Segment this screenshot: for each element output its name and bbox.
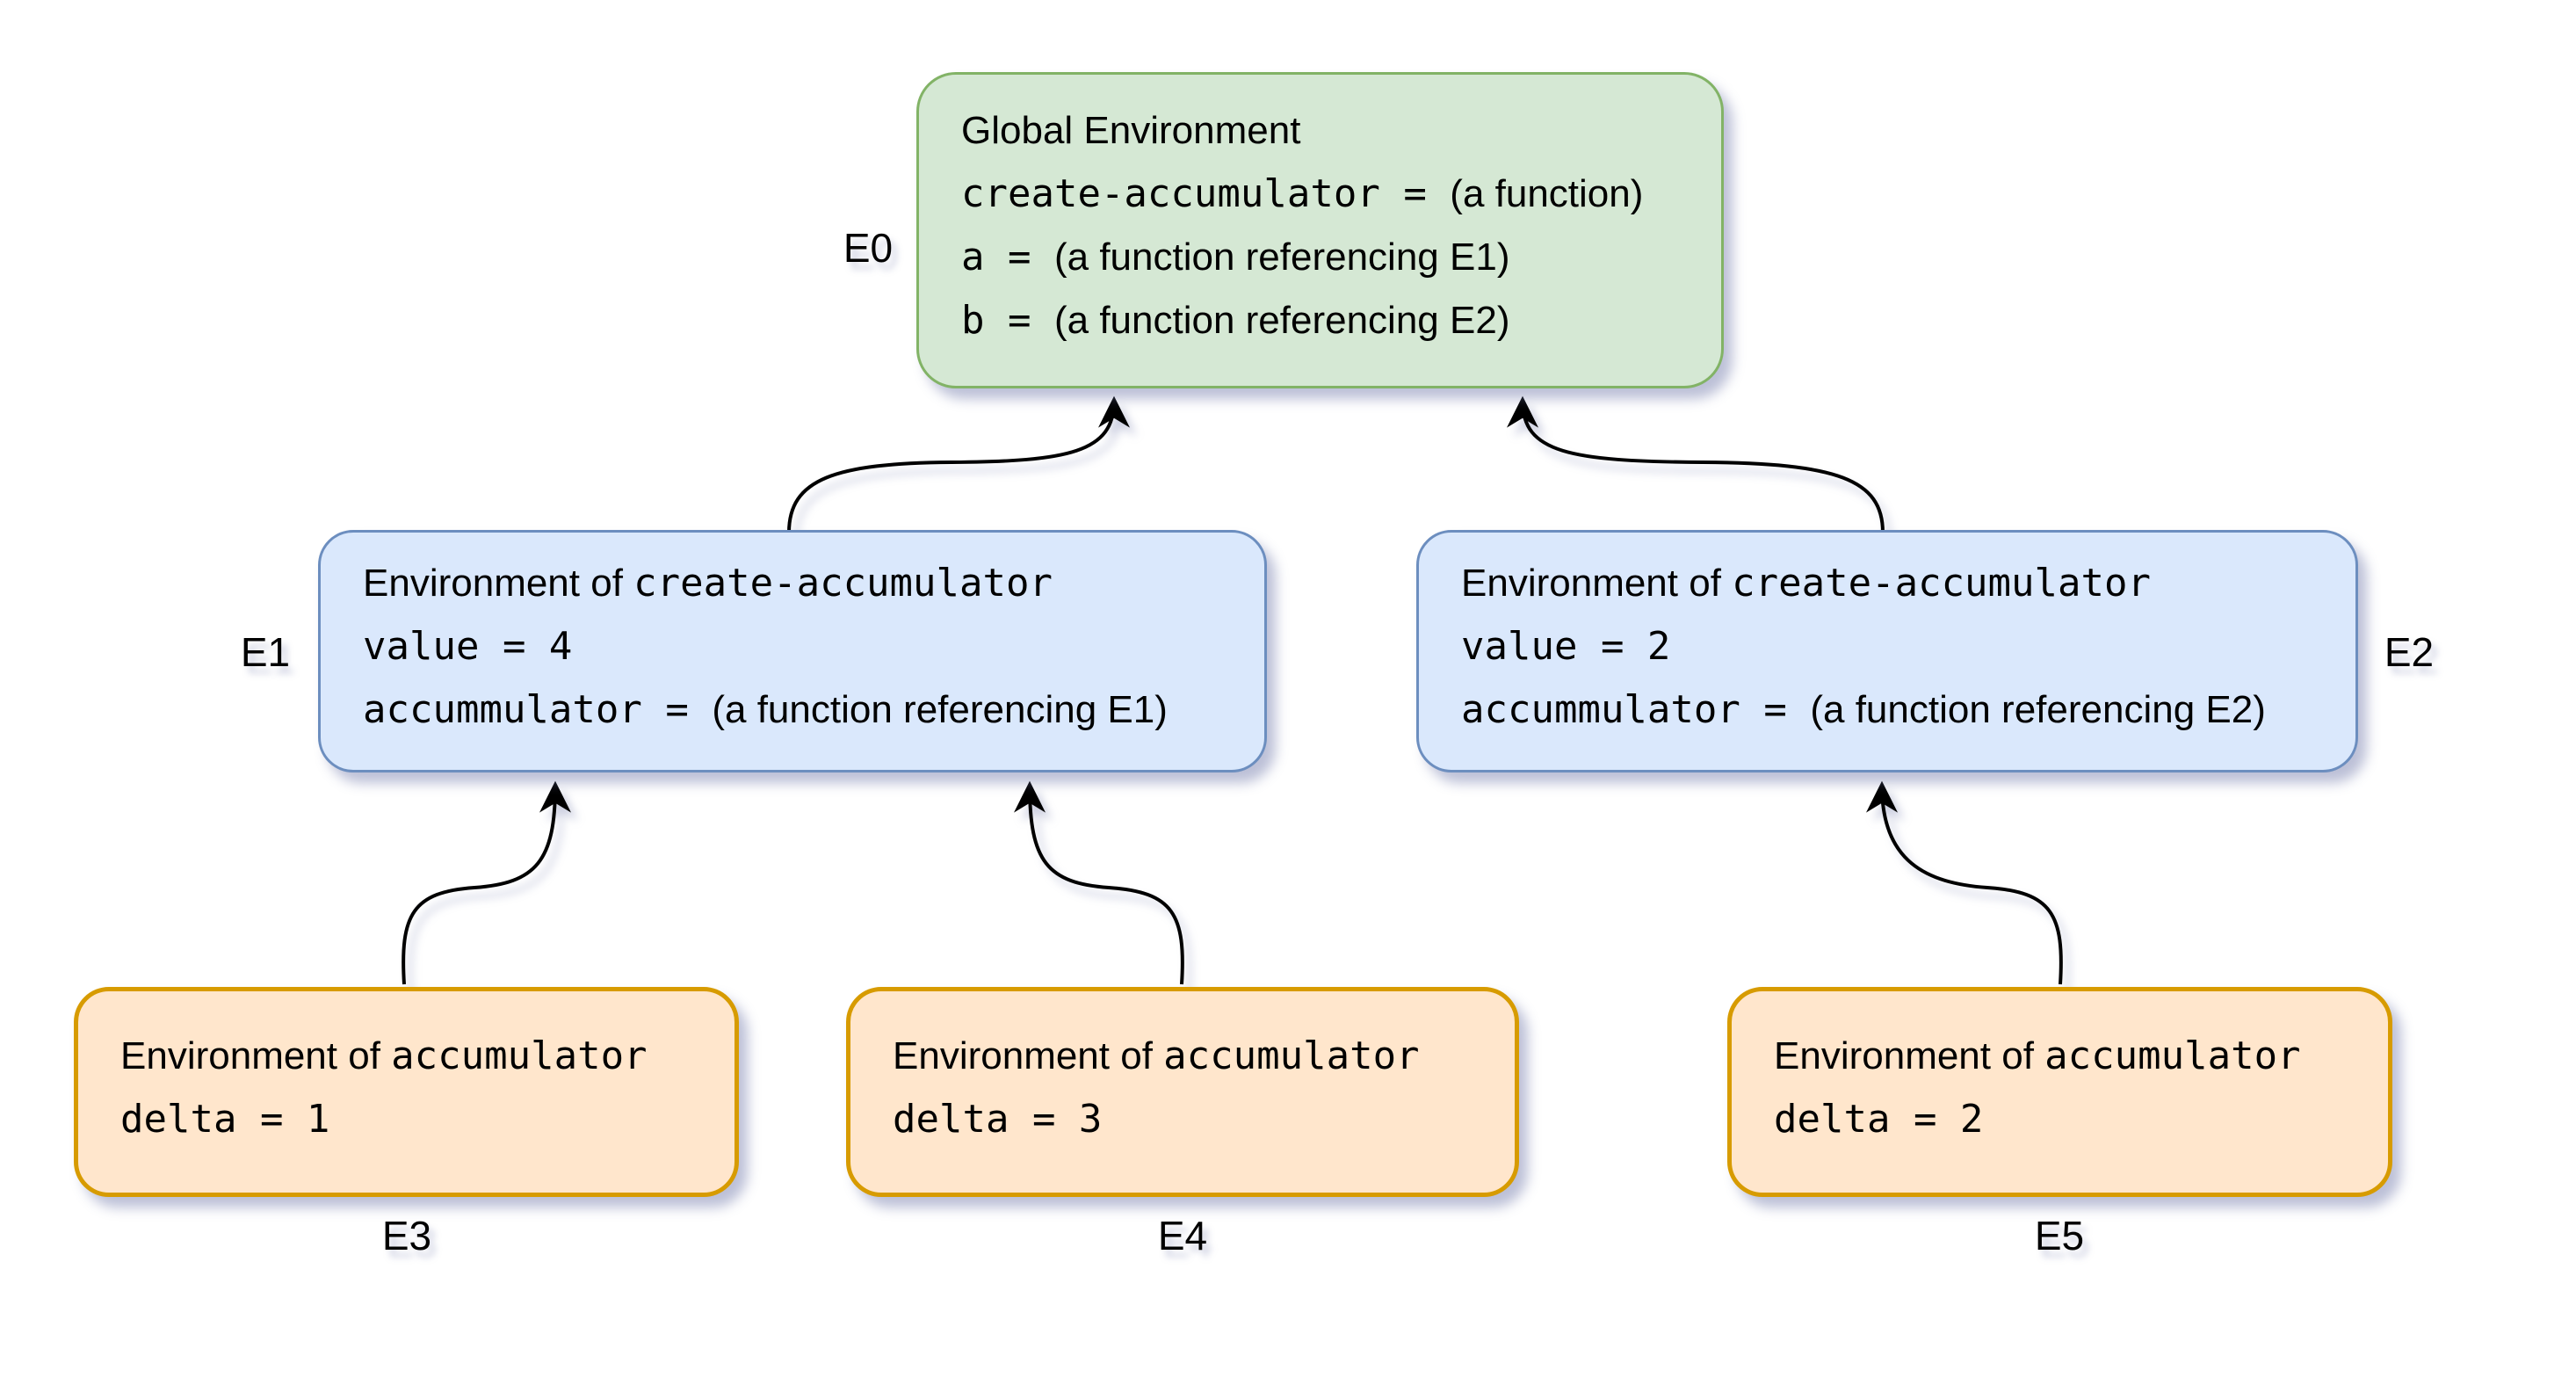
env-box-text-line: create-accumulator = (a function) [961,171,1644,216]
env-box-e1: Environment of create-accumulator value =… [318,530,1267,772]
env-box-text-line: a = (a function referencing E1) [961,235,1510,279]
env-box-text-line: Environment of accumulator [893,1033,1420,1078]
env-box-text-line: Environment of create-accumulator [363,561,1053,606]
arrow-e3-to-e1 [402,780,571,985]
env-box-text-line: delta = 2 [1774,1096,1984,1142]
arrow-e4-to-e1 [1014,780,1184,985]
env-label-e4: E4 [1157,1213,1208,1258]
env-box-text-line: value = 2 [1461,624,1671,669]
env-box-text-line: Environment of create-accumulator [1461,561,2151,606]
env-box-global: Global Environment create-accumulator = (… [916,72,1724,388]
env-box-text-line: b = (a function referencing E2) [961,298,1510,343]
env-box-text-line: accummulator = (a function referencing E… [363,687,1168,732]
env-box-e2: Environment of create-accumulator value =… [1416,530,2358,772]
arrow-e2-to-e0 [1507,395,1885,533]
env-box-e5: Environment of accumulator delta = 2 [1727,987,2392,1197]
env-label-e3: E3 [381,1213,432,1258]
env-box-text-line: Environment of accumulator [120,1033,648,1078]
arrow-e1-to-e0 [787,395,1130,533]
env-box-text-line: Environment of accumulator [1774,1033,2301,1078]
arrow-e5-to-e2 [1866,780,2063,985]
env-box-e3: Environment of accumulator delta = 1 [74,987,739,1197]
env-box-text-line: accummulator = (a function referencing E… [1461,687,2266,732]
env-label-e2: E2 [2384,629,2435,675]
env-label-e0: E0 [843,225,894,271]
env-box-e4: Environment of accumulator delta = 3 [846,987,1519,1197]
env-label-e1: E1 [240,629,291,675]
env-label-e5: E5 [2034,1213,2085,1258]
env-box-text-line: value = 4 [363,624,573,669]
env-box-text-line: delta = 1 [120,1096,330,1142]
env-box-text-line: delta = 3 [893,1096,1103,1142]
env-box-text-line: Global Environment [961,109,1301,152]
